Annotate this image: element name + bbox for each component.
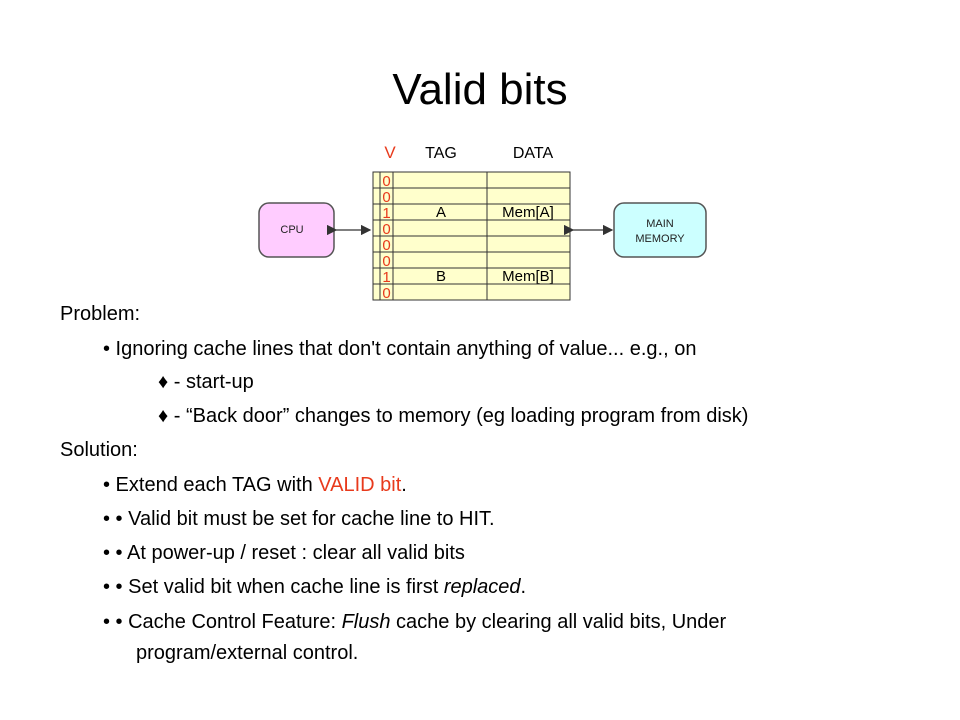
solution-item-1-end: . bbox=[401, 474, 407, 496]
memory-label-line2: MEMORY bbox=[635, 233, 685, 245]
problem-bullet: • Ignoring cache lines that don't contai… bbox=[103, 338, 697, 360]
cache-tag-cell: A bbox=[436, 204, 446, 221]
solution-item-3: • • At power-up / reset : clear all vali… bbox=[103, 542, 465, 564]
valid-bit: 0 bbox=[382, 237, 390, 254]
memory-block: MAIN MEMORY bbox=[613, 202, 707, 258]
header-data: DATA bbox=[513, 145, 554, 162]
solution-item-5-continuation: program/external control. bbox=[136, 642, 359, 664]
valid-bit: 0 bbox=[382, 189, 390, 206]
solution-item-5-rest: cache by clearing all valid bits, Under bbox=[390, 611, 727, 633]
problem-sub-startup: ♦ - start-up bbox=[158, 371, 254, 393]
cache-data-cell: Mem[B] bbox=[502, 268, 554, 285]
cpu-label: CPU bbox=[280, 224, 303, 236]
problem-sub-backdoor: ♦ - “Back door” changes to memory (eg lo… bbox=[158, 405, 749, 427]
valid-bit: 0 bbox=[382, 253, 390, 270]
valid-bit: 0 bbox=[382, 173, 390, 190]
valid-bit: 1 bbox=[382, 269, 390, 286]
memory-box bbox=[613, 202, 707, 258]
solution-item-4-text: • • Set valid bit when cache line is fir… bbox=[103, 576, 444, 598]
flush-emphasis: Flush bbox=[341, 611, 391, 633]
valid-bit-highlight: VALID bit bbox=[318, 474, 402, 496]
solution-item-1: • Extend each TAG with VALID bit. bbox=[103, 472, 407, 498]
solution-item-1-text: • Extend each TAG with bbox=[103, 474, 319, 496]
header-v: V bbox=[384, 143, 396, 162]
problem-heading: Problem: bbox=[60, 303, 141, 325]
cpu-block: CPU bbox=[258, 202, 335, 258]
valid-bit: 1 bbox=[382, 205, 390, 222]
solution-item-2: • • Valid bit must be set for cache line… bbox=[103, 508, 495, 530]
solution-heading: Solution: bbox=[60, 439, 138, 461]
memory-label-line1: MAIN bbox=[646, 218, 674, 230]
solution-item-5-text: • • Cache Control Feature: bbox=[103, 611, 342, 633]
replaced-emphasis: replaced bbox=[443, 576, 521, 598]
valid-bit: 0 bbox=[382, 221, 390, 238]
solution-item-4: • • Set valid bit when cache line is fir… bbox=[103, 574, 526, 600]
slide-title: Valid bits bbox=[392, 65, 568, 114]
solution-item-4-end: . bbox=[520, 576, 527, 598]
header-tag: TAG bbox=[425, 145, 457, 162]
solution-item-5: • • Cache Control Feature: Flush cache b… bbox=[103, 609, 726, 635]
valid-bit: 0 bbox=[382, 285, 390, 302]
cache-tag-cell: B bbox=[436, 268, 446, 285]
cache-data-cell: Mem[A] bbox=[502, 204, 554, 221]
